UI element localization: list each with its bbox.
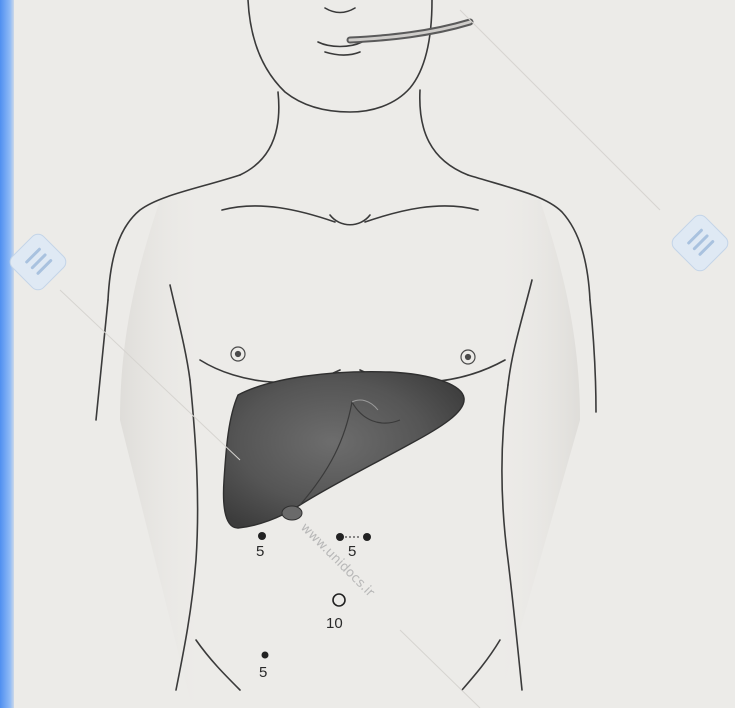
- gallbladder: [282, 506, 302, 520]
- port-label-4: 5: [259, 664, 267, 681]
- port-label-1: 5: [256, 543, 264, 560]
- port-label-2: 5: [348, 543, 356, 560]
- port-label-3: 10: [326, 615, 343, 632]
